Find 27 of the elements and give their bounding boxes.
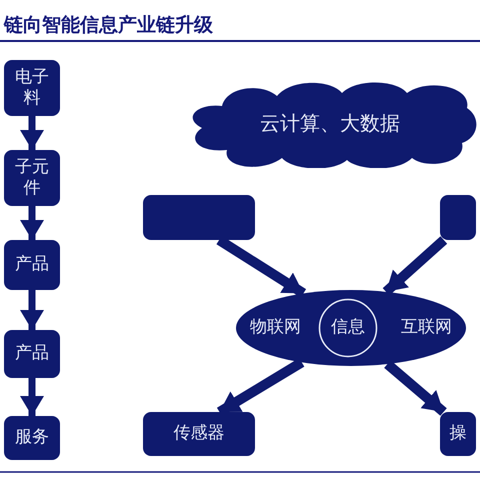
process-box bbox=[143, 412, 255, 456]
process-box bbox=[4, 240, 60, 290]
process-box bbox=[143, 195, 255, 240]
node-label: 信息 bbox=[331, 317, 365, 339]
node-label: 传感器 bbox=[174, 423, 224, 445]
circle-node bbox=[318, 298, 378, 358]
process-box bbox=[4, 150, 60, 206]
node-label: 互联网 bbox=[401, 317, 452, 339]
process-box bbox=[440, 412, 476, 456]
ellipse-node bbox=[236, 290, 466, 366]
arrow bbox=[20, 116, 44, 150]
node-label: 物联网 bbox=[250, 317, 301, 339]
process-box bbox=[4, 60, 60, 116]
process-box bbox=[4, 416, 60, 460]
node-label: 产品 bbox=[14, 343, 50, 365]
process-box bbox=[440, 195, 476, 240]
node-label: 服务 bbox=[14, 427, 50, 449]
node-label: 电子料 bbox=[14, 66, 50, 110]
node-label: 产品 bbox=[14, 254, 50, 276]
arrow bbox=[20, 290, 44, 330]
arrow bbox=[20, 206, 44, 240]
node-label: 子元件 bbox=[14, 156, 50, 200]
diagram-title: 链向智能信息产业链升级 bbox=[4, 13, 213, 38]
node-label: 云计算、大数据 bbox=[260, 110, 400, 136]
node-label: 操 bbox=[448, 423, 468, 445]
arrow bbox=[20, 378, 44, 416]
process-box bbox=[4, 330, 60, 378]
